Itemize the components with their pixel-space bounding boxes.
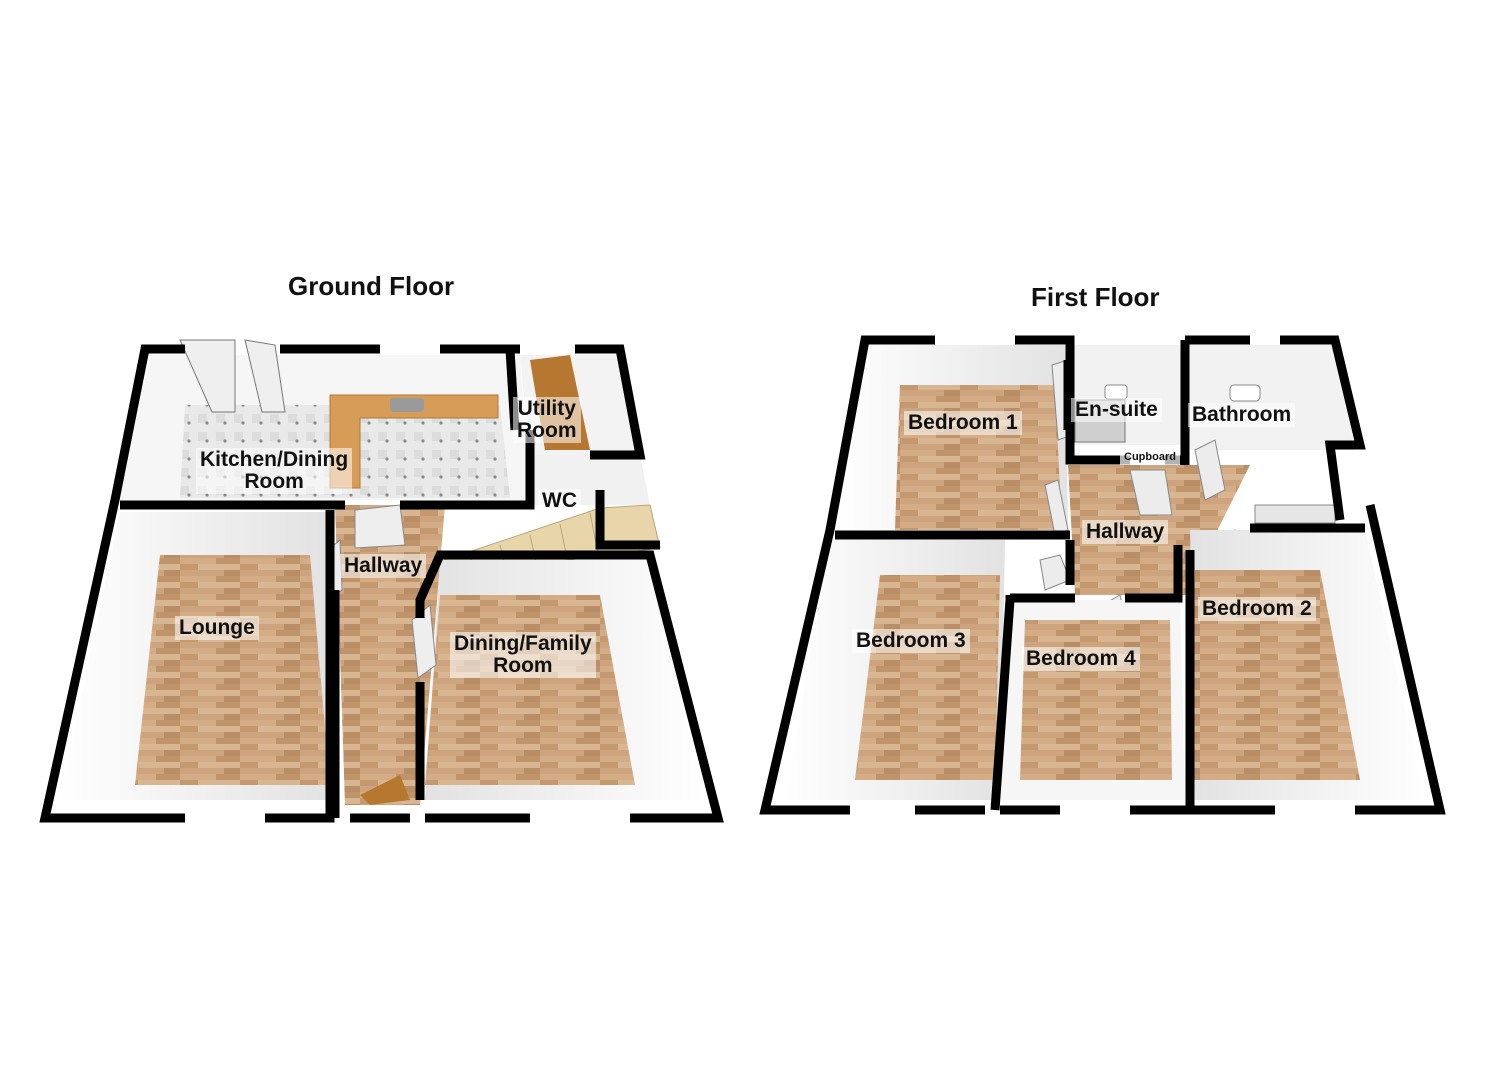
room-label-hallway-first: Hallway [1082, 520, 1169, 545]
room-label-ensuite: En-suite [1071, 398, 1162, 423]
bedroom-4-room [995, 600, 1185, 800]
room-label-dining-family: Dining/Family Room [450, 632, 596, 679]
room-label-bedroom-4: Bedroom 4 [1022, 647, 1140, 672]
first-walls [759, 335, 1446, 815]
room-label-bathroom: Bathroom [1188, 403, 1296, 428]
room-label-utility: Utility Room [513, 397, 581, 444]
ensuite-room [1070, 345, 1185, 445]
room-label-kitchen-dining: Kitchen/Dining Room [196, 448, 353, 495]
lounge-room [60, 512, 330, 800]
bedroom-1-room [835, 345, 1073, 530]
room-label-wc: WC [538, 489, 581, 514]
bedroom-3-room [785, 540, 1005, 800]
ground-walls [39, 344, 724, 823]
bedroom-2-room [1190, 530, 1425, 800]
ground-floor-title: Ground Floor [288, 271, 455, 301]
first-floor-title: First Floor [1031, 282, 1160, 312]
room-label-lounge: Lounge [175, 616, 259, 641]
room-label-bedroom-3: Bedroom 3 [852, 629, 970, 654]
room-label-hallway-ground: Hallway [340, 554, 427, 579]
room-label-bedroom-1: Bedroom 1 [904, 411, 1022, 436]
room-label-cupboard: Cupboard [1120, 451, 1180, 465]
room-label-bedroom-2: Bedroom 2 [1198, 597, 1316, 622]
ground-floor [39, 339, 724, 823]
